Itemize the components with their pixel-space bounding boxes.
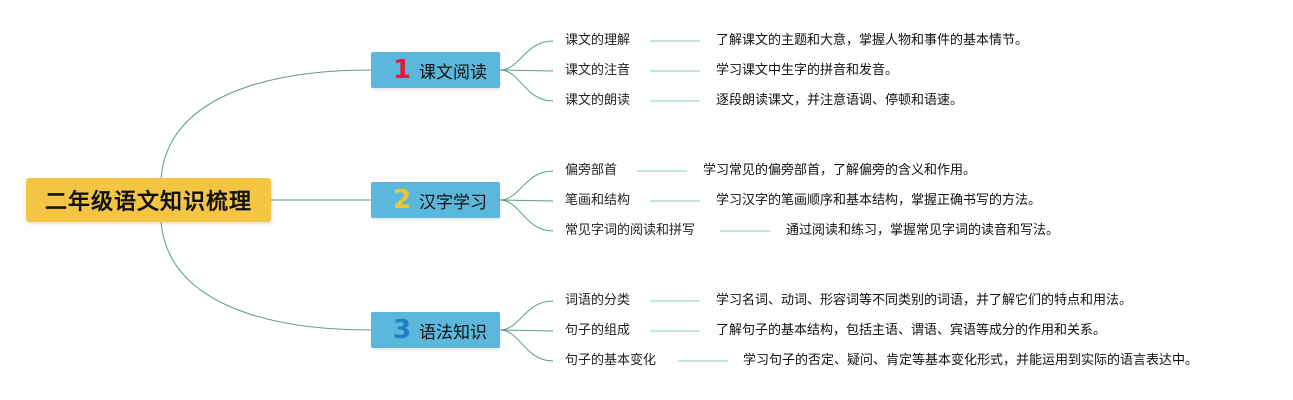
connector-branch-1-leaf-3: [499, 69, 554, 102]
root-node-title[interactable]: 二年级语文知识梳理: [26, 178, 271, 222]
leaf-description-2-3: 通过阅读和练习，掌握常见字词的读音和写法。: [786, 223, 1060, 238]
branch-label-characters: 汉字学习: [419, 192, 487, 213]
leaf-description-2-1: 学习常见的偏旁部首，了解偏旁的含义和作用。: [703, 163, 977, 178]
connector-branch-2-leaf-1: [499, 170, 554, 201]
branch-node-grammar[interactable]: 3 语法知识: [371, 312, 500, 348]
connector-branch-2-leaf-3: [499, 199, 554, 232]
leaf-node-1-3[interactable]: 课文的朗读: [565, 93, 631, 108]
branch-node-reading[interactable]: 1 课文阅读: [371, 52, 500, 88]
leaf-description-2-2: 学习汉字的笔画顺序和基本结构，掌握正确书写的方法。: [716, 193, 1042, 208]
connector-branch-2-leaf-2: [499, 199, 554, 202]
leaf-node-1-2[interactable]: 课文的注音: [565, 63, 631, 78]
leaf-description-1-1: 了解课文的主题和大意，掌握人物和事件的基本情节。: [716, 33, 1029, 48]
leaf-node-3-3[interactable]: 句子的基本变化: [565, 353, 657, 368]
leaf-node-2-1[interactable]: 偏旁部首: [565, 163, 618, 178]
leaf-description-1-3: 逐段朗读课文，并注意语调、停顿和语速。: [716, 93, 964, 108]
number-badge-3: 3: [392, 315, 412, 345]
branch-node-characters[interactable]: 2 汉字学习: [371, 182, 500, 218]
leaf-description-3-1: 学习名词、动词、形容词等不同类别的词语，并了解它们的特点和用法。: [716, 293, 1133, 308]
connector-branch-1-leaf-1: [499, 40, 554, 71]
leaf-node-2-2[interactable]: 笔画和结构: [565, 193, 631, 208]
connector-branch-3-leaf-2: [499, 329, 554, 332]
number-badge-1: 1: [392, 55, 412, 85]
branch-label-reading: 课文阅读: [419, 62, 487, 83]
connector-root-branch-3: [160, 221, 372, 331]
connector-branch-3-leaf-3: [499, 329, 554, 362]
branch-label-grammar: 语法知识: [419, 322, 487, 343]
connector-branch-3-leaf-1: [499, 300, 554, 331]
leaf-node-2-3[interactable]: 常见字词的阅读和拼写: [565, 223, 696, 238]
leaf-node-1-1[interactable]: 课文的理解: [565, 33, 631, 48]
connector-root-branch-1: [160, 69, 372, 179]
leaf-description-1-2: 学习课文中生字的拼音和发音。: [716, 63, 899, 78]
leaf-node-3-1[interactable]: 词语的分类: [565, 293, 631, 308]
connector-branch-1-leaf-2: [499, 69, 554, 72]
leaf-description-3-3: 学习句子的否定、疑问、肯定等基本变化形式，并能运用到实际的语言表达中。: [743, 353, 1199, 368]
number-badge-2: 2: [392, 185, 412, 215]
leaf-node-3-2[interactable]: 句子的组成: [565, 323, 631, 338]
leaf-description-3-2: 了解句子的基本结构，包括主语、谓语、宾语等成分的作用和关系。: [716, 323, 1107, 338]
